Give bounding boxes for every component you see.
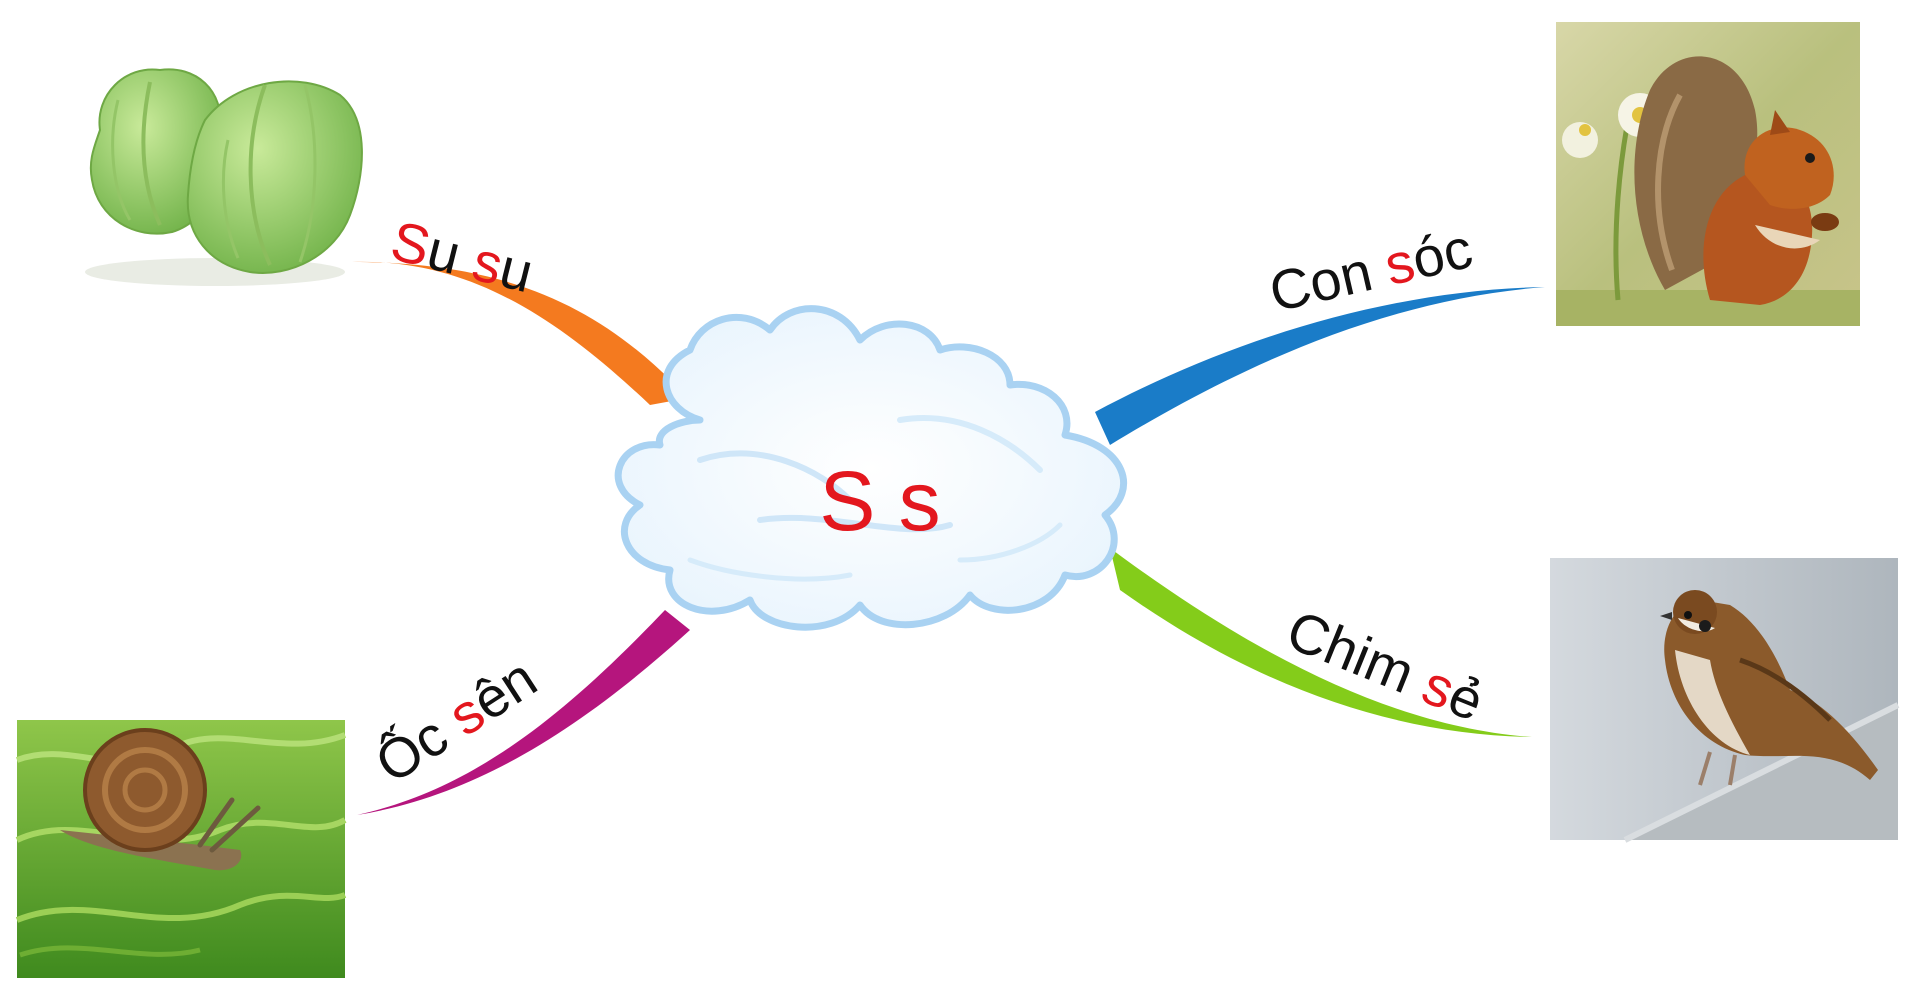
chayote-picture xyxy=(85,68,363,286)
branch-oc-sen xyxy=(357,610,690,815)
center-title: S s xyxy=(819,454,940,548)
branch-label-con-soc: Con sóc xyxy=(1264,216,1478,324)
label-part: óc xyxy=(1406,216,1478,291)
snail-picture xyxy=(15,720,347,978)
label-part: Chim xyxy=(1279,598,1438,711)
sparrow-picture xyxy=(1550,558,1900,843)
branch-su-su xyxy=(352,261,688,405)
center-cloud xyxy=(614,305,1127,631)
branch-label-su-su: Su su xyxy=(385,209,539,305)
squirrel-picture xyxy=(1556,22,1860,326)
branch-label-oc-sen: Ốc sên xyxy=(364,646,547,795)
